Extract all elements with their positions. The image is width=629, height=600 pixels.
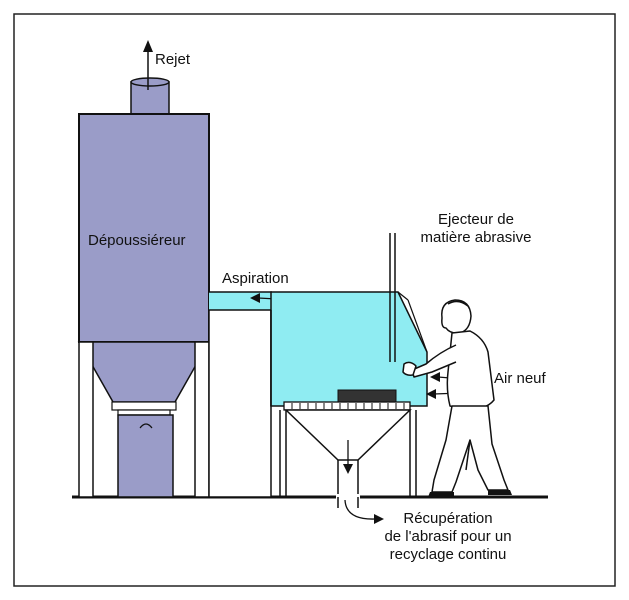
- hopper-flange: [111, 401, 177, 411]
- workpiece: [337, 389, 397, 403]
- dust-collector-body: [78, 113, 210, 343]
- rejet-label: Rejet: [155, 51, 191, 68]
- dust-bin: [117, 414, 174, 498]
- ejecteur-label-line2: matière abrasive: [420, 229, 532, 246]
- recovery-curve-arrowhead: [374, 514, 384, 524]
- rejet-arrowhead: [143, 40, 153, 52]
- collector-leg-right: [194, 341, 210, 498]
- recuperation-label-line2: de l'abrasif pour un: [384, 528, 512, 545]
- collector-leg-left: [78, 341, 94, 498]
- outer-border: [13, 13, 616, 587]
- exhaust-stack-top: [130, 77, 170, 87]
- blast-cabinet: [270, 291, 428, 407]
- ejecteur-label-line1: Ejecteur de: [438, 211, 514, 228]
- aspiration-label: Aspiration: [222, 270, 289, 287]
- recovery-arrowhead: [343, 464, 353, 474]
- recuperation-label-line1: Récupération: [403, 510, 493, 527]
- operator-shoe-left: [428, 492, 454, 497]
- air-arrow-2-head: [426, 389, 436, 399]
- air-neuf-label: Air neuf: [494, 370, 546, 387]
- aspiration-duct: [209, 292, 271, 310]
- cabinet-window-edge: [397, 291, 409, 301]
- dust-bin-handle: [139, 423, 153, 429]
- operator-shoe-right: [488, 490, 512, 495]
- aspiration-arrowhead: [250, 293, 260, 303]
- recovery-curve-arrow: [344, 499, 376, 520]
- operator-figure: [402, 299, 509, 493]
- depoussiereur-label: Dépoussiéreur: [88, 232, 186, 249]
- grate: [283, 401, 411, 411]
- duct-support: [208, 309, 272, 498]
- collector-hopper: [77, 341, 211, 403]
- recuperation-label-line3: recyclage continu: [389, 546, 507, 563]
- exhaust-stack: [130, 81, 170, 115]
- grate-slots: [291, 403, 405, 409]
- air-arrow-1-head: [430, 372, 440, 382]
